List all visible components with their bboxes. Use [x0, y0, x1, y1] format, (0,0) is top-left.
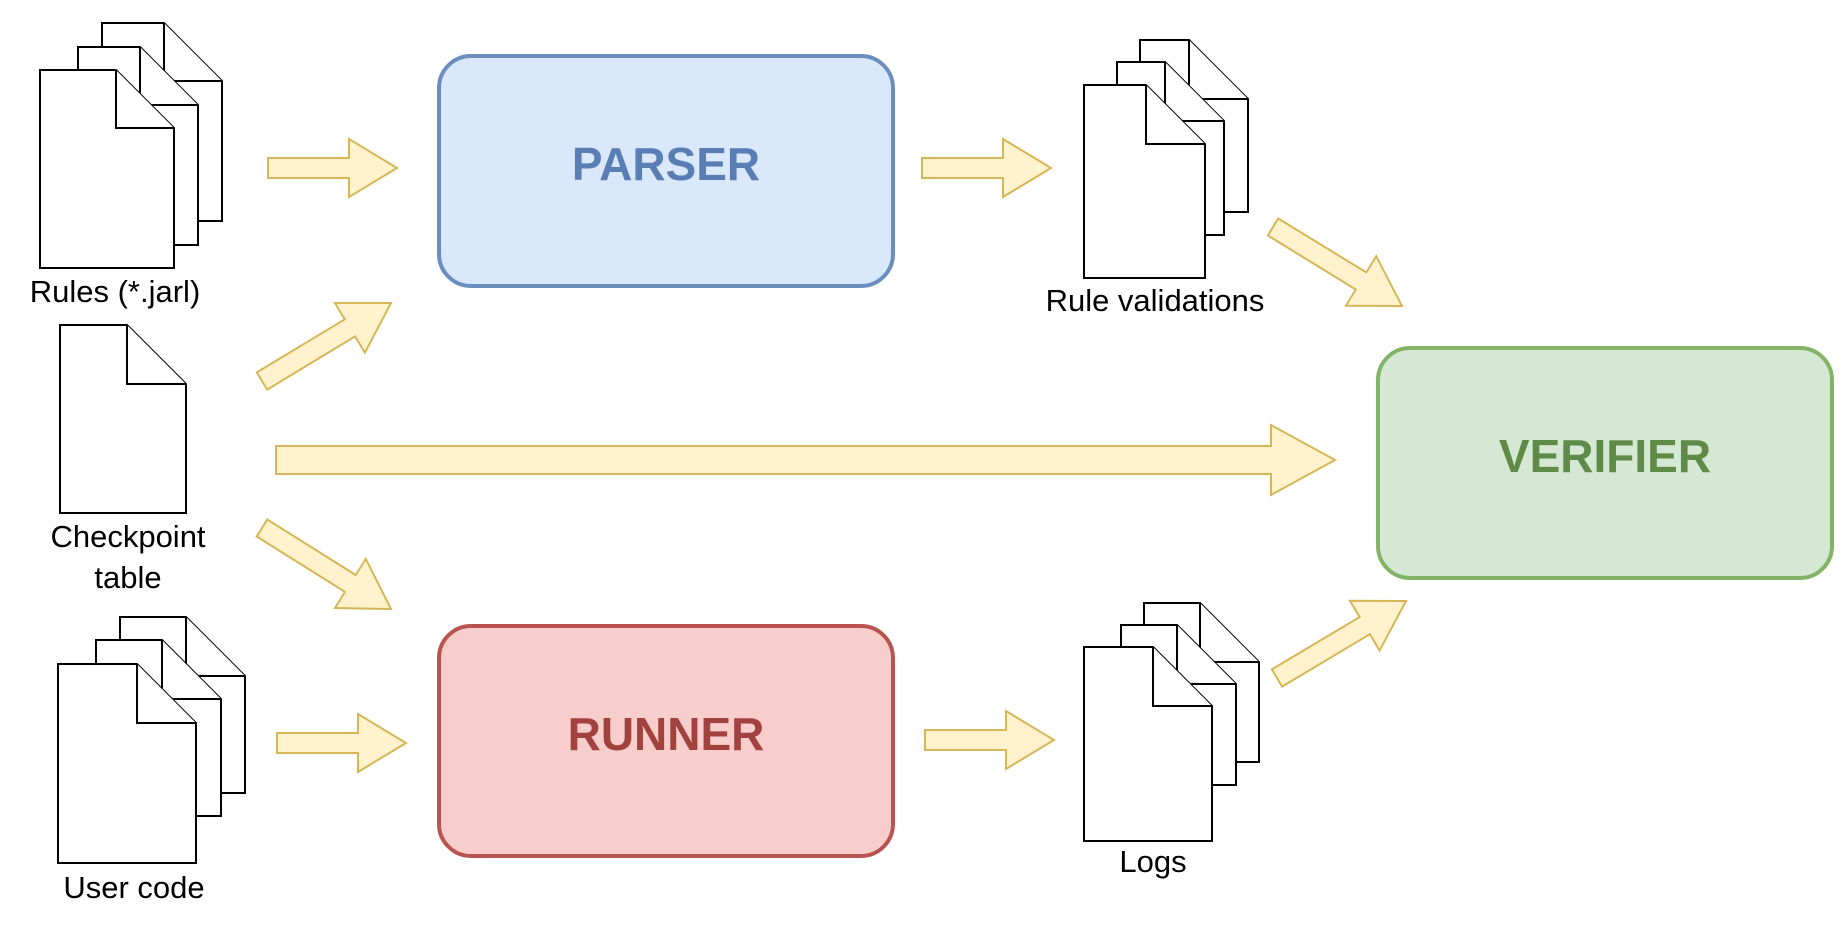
checkpoint-table-label-line-2: table	[94, 560, 161, 595]
arrow-logs-to-verifier	[1270, 599, 1408, 688]
arrow-checkpoint-to-verifier	[275, 423, 1338, 497]
parser-label: PARSER	[572, 138, 760, 190]
flow-arrows	[255, 137, 1408, 774]
rules-document-stack	[39, 22, 223, 269]
verifier-box: VERIFIER	[1376, 346, 1834, 580]
checkpoint-table-label-line-1: Checkpoint	[50, 519, 205, 554]
parser-box: PARSER	[437, 54, 895, 288]
arrow-usercode-to-runner	[276, 712, 408, 774]
runner-box-shape	[437, 624, 895, 858]
logs-document-stack	[1083, 602, 1260, 842]
verifier-label: VERIFIER	[1499, 430, 1711, 482]
user-code-label: User code	[63, 870, 204, 905]
arrow-checkpoint-to-runner	[255, 518, 393, 611]
parser-box-shape	[437, 54, 895, 288]
arrow-rule-validations-to-verifier	[1266, 217, 1404, 308]
rules-label: Rules (*.jarl)	[30, 274, 201, 309]
user-code-document-stack	[57, 616, 246, 864]
rule-validations-document-stack	[1083, 39, 1249, 279]
arrow-parser-to-rule-validations	[921, 137, 1053, 199]
runner-label: RUNNER	[568, 708, 765, 760]
arrow-runner-to-logs	[924, 709, 1056, 771]
arrow-rules-to-parser	[267, 137, 399, 199]
rule-validations-label: Rule validations	[1046, 283, 1265, 318]
runner-box: RUNNER	[437, 624, 895, 858]
arrow-checkpoint-to-parser	[255, 302, 393, 391]
verifier-box-shape	[1376, 346, 1834, 580]
logs-label: Logs	[1119, 844, 1186, 879]
checkpoint-table-document	[59, 324, 187, 514]
